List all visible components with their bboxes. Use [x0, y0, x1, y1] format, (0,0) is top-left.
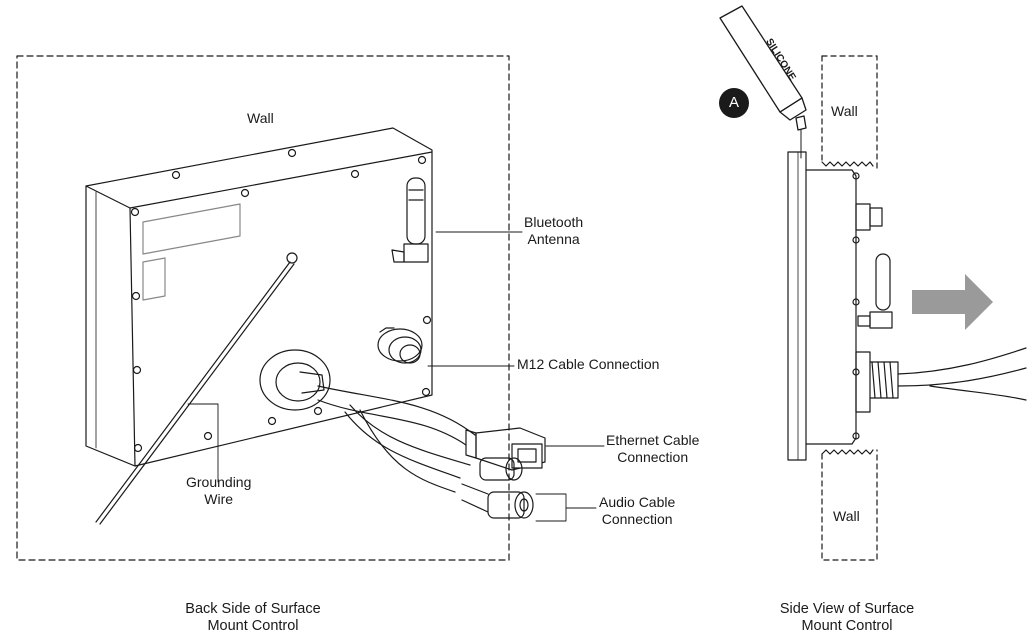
silicone-tube — [719, 5, 807, 159]
bluetooth-line-1: Bluetooth — [524, 214, 584, 230]
grounding-wire — [95, 252, 298, 525]
right-caption-line-1: Side View of Surface — [779, 601, 915, 617]
wall-label: Wall — [247, 110, 274, 126]
wall-cutout-outline — [16, 55, 510, 561]
left-caption: Back Side of Surface Mount Control — [168, 601, 338, 635]
audio-connectors — [461, 457, 534, 519]
wall-bottom-label: Wall — [833, 508, 860, 524]
m12-connector — [377, 327, 423, 364]
wall-top-label: Wall — [831, 103, 858, 119]
ethernet-line-2: Connection — [617, 449, 689, 465]
bluetooth-antenna-callout: Bluetooth Antenna — [524, 214, 583, 248]
device-housing — [85, 127, 433, 467]
device-screws — [130, 148, 432, 453]
left-caption-line-1: Back Side of Surface — [185, 601, 321, 617]
left-caption-line-2: Mount Control — [207, 618, 299, 634]
device-side-body — [787, 151, 860, 461]
cable-gland — [259, 349, 331, 411]
grounding-line-2: Wire — [204, 491, 234, 507]
device-labels — [142, 203, 241, 301]
side-m12-connector — [855, 203, 883, 231]
side-antenna — [857, 253, 893, 329]
grounding-callout: Grounding Wire — [186, 474, 251, 508]
direction-arrow — [912, 274, 993, 330]
side-cable-gland — [855, 351, 899, 413]
ethernet-line-1: Ethernet Cable — [606, 432, 700, 448]
bluetooth-antenna — [391, 177, 429, 263]
audio-line-1: Audio Cable — [599, 494, 676, 510]
bluetooth-line-2: Antenna — [527, 231, 580, 247]
audio-callout: Audio Cable Connection — [599, 494, 675, 528]
side-cables — [897, 347, 1027, 401]
wall-section-bottom — [821, 449, 878, 561]
grounding-line-1: Grounding — [186, 474, 252, 490]
right-caption-line-2: Mount Control — [801, 618, 893, 634]
audio-line-2: Connection — [601, 511, 673, 527]
m12-callout: M12 Cable Connection — [517, 356, 660, 372]
step-marker: A — [719, 88, 749, 118]
ethernet-connector — [465, 427, 546, 471]
leader-lines — [187, 231, 605, 522]
wall-section-top — [821, 55, 878, 169]
ethernet-callout: Ethernet Cable Connection — [606, 432, 699, 466]
device-cables — [317, 385, 476, 493]
right-caption: Side View of Surface Mount Control — [762, 601, 932, 635]
